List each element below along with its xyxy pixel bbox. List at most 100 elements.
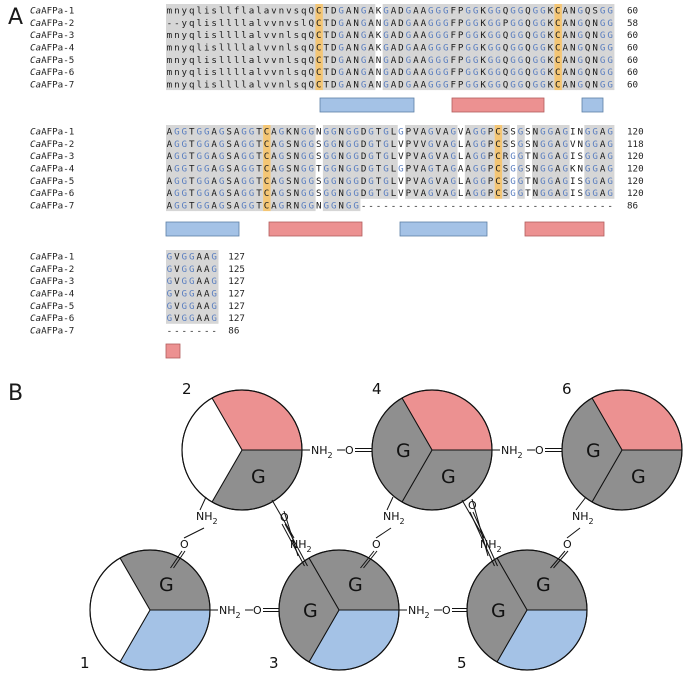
- alignment-column-highlight: [382, 125, 391, 199]
- blue-segment-bar: [399, 221, 488, 237]
- alignment-column-highlight: [561, 125, 570, 199]
- sequence-name: CaAFPa-5: [30, 176, 74, 187]
- sequence-end-position: 60: [627, 30, 638, 41]
- amine-group-label: NH2: [196, 510, 218, 526]
- alignment-column-highlight: [532, 125, 540, 199]
- glycine-letter: G: [348, 574, 363, 596]
- alignment-column-highlight: [315, 4, 324, 91]
- unit-outline: [466, 549, 588, 671]
- glycine-letter: G: [631, 466, 646, 488]
- sequence-end-position: 125: [228, 264, 245, 275]
- alignment-column-highlight: [180, 4, 189, 91]
- sequence-residues: -------: [167, 325, 217, 336]
- sequence-end-position: 127: [228, 289, 245, 300]
- alignment-column-highlight: [532, 4, 540, 91]
- alignment-column-highlight: [599, 125, 607, 199]
- alignment-column-highlight: [233, 4, 241, 91]
- alignment-column-highlight: [442, 125, 451, 199]
- unit-number: 4: [372, 380, 382, 398]
- alignment-column-highlight: [255, 4, 264, 91]
- sequence-name: CaAFPa-3: [30, 151, 74, 162]
- alignment-column-highlight: [367, 125, 376, 199]
- alignment-column-highlight: [375, 125, 383, 199]
- sequence-name: CaAFPa-7: [30, 325, 74, 336]
- carbonyl-oxygen-label: O: [253, 604, 262, 617]
- alignment-column-highlight: [554, 4, 563, 91]
- sequence-end-position: 118: [627, 139, 644, 150]
- sequence-name: CaAFPa-6: [30, 188, 74, 199]
- sequence-name: CaAFPa-4: [30, 164, 75, 175]
- alignment-column-highlight: [225, 125, 234, 212]
- alignment-column-highlight: [479, 125, 488, 199]
- alignment-column-highlight: [412, 4, 421, 91]
- glycine-unit-4: GG4: [371, 380, 493, 511]
- sequence-end-position: 60: [627, 6, 638, 17]
- unit-number: 2: [182, 380, 192, 398]
- alignment-column-highlight: [300, 4, 309, 91]
- alignment-column-highlight: [263, 4, 271, 91]
- sequence-name: CaAFPa-1: [30, 127, 74, 138]
- alignment-column-highlight: [494, 4, 503, 91]
- carbonyl-oxygen-label: O: [563, 538, 572, 551]
- sequence-end-position: 60: [627, 67, 638, 78]
- sequence-name: CaAFPa-2: [30, 264, 74, 275]
- glycine-unit-3: GG3: [269, 549, 400, 672]
- alignment-column-highlight: [195, 250, 204, 324]
- amine-group-label: NH2: [501, 444, 523, 460]
- alignment-column-highlight: [539, 4, 548, 91]
- alignment-column-highlight: [487, 4, 495, 91]
- alignment-column-highlight: [390, 4, 398, 91]
- alignment-column-highlight: [434, 125, 443, 199]
- sequence-name: CaAFPa-3: [30, 30, 74, 41]
- red-segment-bar: [451, 97, 545, 113]
- sequence-name: CaAFPa-1: [30, 6, 74, 17]
- alignment-column-highlight: [539, 125, 548, 199]
- alignment-column-highlight: [606, 4, 615, 91]
- alignment-column-highlight: [576, 4, 585, 91]
- glycine-unit-1: G1: [80, 549, 211, 672]
- alignment-column-highlight: [427, 125, 436, 199]
- alignment-column-highlight: [345, 125, 353, 212]
- blue-segment-bar: [319, 97, 415, 113]
- alignment-column-highlight: [195, 125, 204, 212]
- alignment-column-highlight: [210, 125, 219, 212]
- alignment-column-highlight: [218, 4, 226, 91]
- alignment-column-highlight: [367, 4, 376, 91]
- alignment-column-highlight: [427, 4, 436, 91]
- panel-a-label: A: [8, 5, 23, 30]
- alignment-column-highlight: [278, 4, 286, 91]
- sequence-end-position: 127: [228, 313, 245, 324]
- alignment-column-highlight: [203, 250, 212, 324]
- amine-group-label: NH2: [219, 604, 241, 620]
- glycine-unit-6: GG6: [561, 380, 683, 511]
- carbonyl-oxygen-label: O: [180, 538, 189, 551]
- carbonyl-oxygen-label: O: [372, 538, 381, 551]
- alignment-column-highlight: [472, 4, 480, 91]
- alignment-column-highlight: [517, 4, 525, 91]
- alignment-column-highlight: [494, 125, 503, 199]
- alignment-column-highlight: [606, 125, 615, 199]
- glycine-letter: G: [441, 466, 456, 488]
- alignment-column-highlight: [419, 4, 428, 91]
- alignment-column-highlight: [517, 125, 525, 199]
- alignment-column-highlight: [248, 125, 256, 212]
- alignment-column-highlight: [502, 125, 510, 199]
- alignment-column-highlight: [449, 4, 458, 91]
- carbonyl-oxygen-label: O: [468, 499, 477, 512]
- alignment-column-highlight: [487, 125, 495, 199]
- sequence-end-position: 60: [627, 43, 638, 54]
- alignment-column-highlight: [270, 125, 279, 212]
